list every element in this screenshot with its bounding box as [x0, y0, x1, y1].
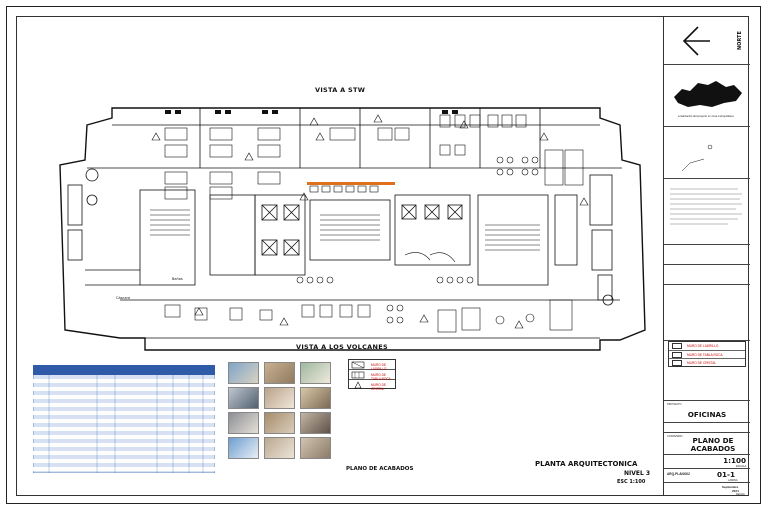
drawing-frame: [16, 16, 749, 496]
building-outline: [59, 107, 646, 351]
legend-label: MURO DE LADRILLO: [687, 344, 719, 348]
wall-legend: MURO DE LADRILLO MURO DE TABLA ROCA MURO…: [348, 359, 396, 391]
legend-row: MURO DE TABLA ROCA: [349, 370, 395, 381]
view-label-south: VISTA A LOS VOLCANES: [296, 343, 388, 351]
tb-empty-row: [664, 264, 750, 284]
brick-wall-icon: [351, 361, 365, 369]
planta-scale: ESC 1:100: [617, 479, 646, 485]
sheet-title: PLANO DE ACABADOS: [346, 466, 414, 472]
sheet-number-label: LAMINA: [728, 479, 738, 482]
date-label: FECHA: [736, 493, 745, 496]
notes-lines: [670, 188, 742, 225]
legend-row: MURO DE LADRILLO: [669, 342, 745, 351]
scale-label: ESCALA: [736, 465, 747, 468]
sheet-code: ARQ-PLANO02: [667, 472, 690, 476]
thumbnail: [300, 362, 331, 384]
date-value: Septiembre: [722, 485, 739, 489]
tb-empty-row: [664, 422, 750, 432]
legend-row: MURO DE TABLA ROCA: [669, 351, 745, 360]
room-label-banos: Baños: [172, 277, 183, 281]
tb-empty-row: [664, 244, 750, 264]
legend-row: MURO DE LADRILLO: [349, 360, 395, 371]
contenido-section: CONTENIDO PLANO DE ACABADOS: [664, 432, 750, 454]
thumbnail: [300, 437, 331, 459]
scale-value: 1:100: [723, 456, 746, 465]
thumbnail: [228, 362, 259, 384]
title-block-legend: MURO DE LADRILLO MURO DE TABLA ROCA MURO…: [668, 341, 746, 367]
location-map-section: Localización del proyecto en zona metrop…: [664, 64, 750, 126]
thumbnail: [228, 437, 259, 459]
view-label-north: VISTA A STW: [315, 86, 366, 94]
contenido-label: CONTENIDO: [667, 435, 683, 438]
thumbnail: [264, 387, 295, 409]
sheet-number-section: ARQ-PLANO02 01-1 LAMINA: [664, 468, 750, 482]
proyecto-section: PROYECTO OFICINAS: [664, 400, 750, 422]
tb-empty-row: [664, 284, 750, 340]
site-sketch-section: [664, 126, 750, 178]
legend-row: MURO DE CRISTAL: [669, 359, 745, 368]
proyecto-label: PROYECTO: [667, 403, 682, 406]
finishes-table: [33, 365, 215, 473]
accent-strip: [307, 182, 395, 185]
thumbnail: [264, 362, 295, 384]
location-caption: Localización del proyecto en zona metrop…: [678, 115, 734, 118]
legend-label: MURO DE CRISTAL: [687, 361, 717, 366]
thumbnail: [300, 387, 331, 409]
drywall-icon: [672, 351, 682, 358]
legend-label: MURO DE LADRILLO: [371, 362, 387, 371]
contenido-value-1: PLANO DE: [692, 436, 734, 445]
thumbnail: [228, 412, 259, 434]
legend-row: MURO DE CRISTAL: [349, 380, 395, 391]
thumbnail: [264, 437, 295, 459]
location-map: [674, 81, 742, 107]
thumbnail: [228, 387, 259, 409]
glass-wall-icon: [672, 360, 682, 367]
site-sketch: [681, 144, 713, 172]
legend-label: MURO DE CRISTAL: [371, 382, 387, 391]
date-year: 2024: [732, 489, 739, 493]
glass-wall-icon: [354, 381, 362, 389]
date-section: Septiembre 2024 FECHA: [664, 482, 750, 496]
thumbnail: [300, 412, 331, 434]
north-label: NORTE: [737, 31, 743, 50]
planta-level: NIVEL 3: [624, 470, 651, 477]
contenido-value-2: ACABADOS: [690, 444, 736, 453]
legend-label: MURO DE TABLA ROCA: [687, 352, 723, 357]
room-label-cascara: Cáscara: [116, 296, 131, 300]
brick-wall-icon: [672, 343, 682, 349]
drywall-icon: [351, 371, 365, 379]
tb-empty-row: [664, 340, 750, 400]
planta-title: PLANTA ARQUITECTONICA: [535, 460, 638, 468]
finish-thumbnails: [228, 362, 334, 459]
back-arrow-icon: [682, 26, 710, 56]
legend-label: MURO DE TABLA ROCA: [371, 372, 391, 381]
title-block: NORTE Localización del proyecto en zona …: [663, 16, 750, 496]
proyecto-value: OFICINAS: [687, 410, 727, 419]
thumbnail: [264, 412, 295, 434]
sheet-number: 01-1: [717, 470, 735, 479]
notes-section: [664, 178, 750, 244]
scale-section: 1:100 ESCALA: [664, 454, 750, 468]
